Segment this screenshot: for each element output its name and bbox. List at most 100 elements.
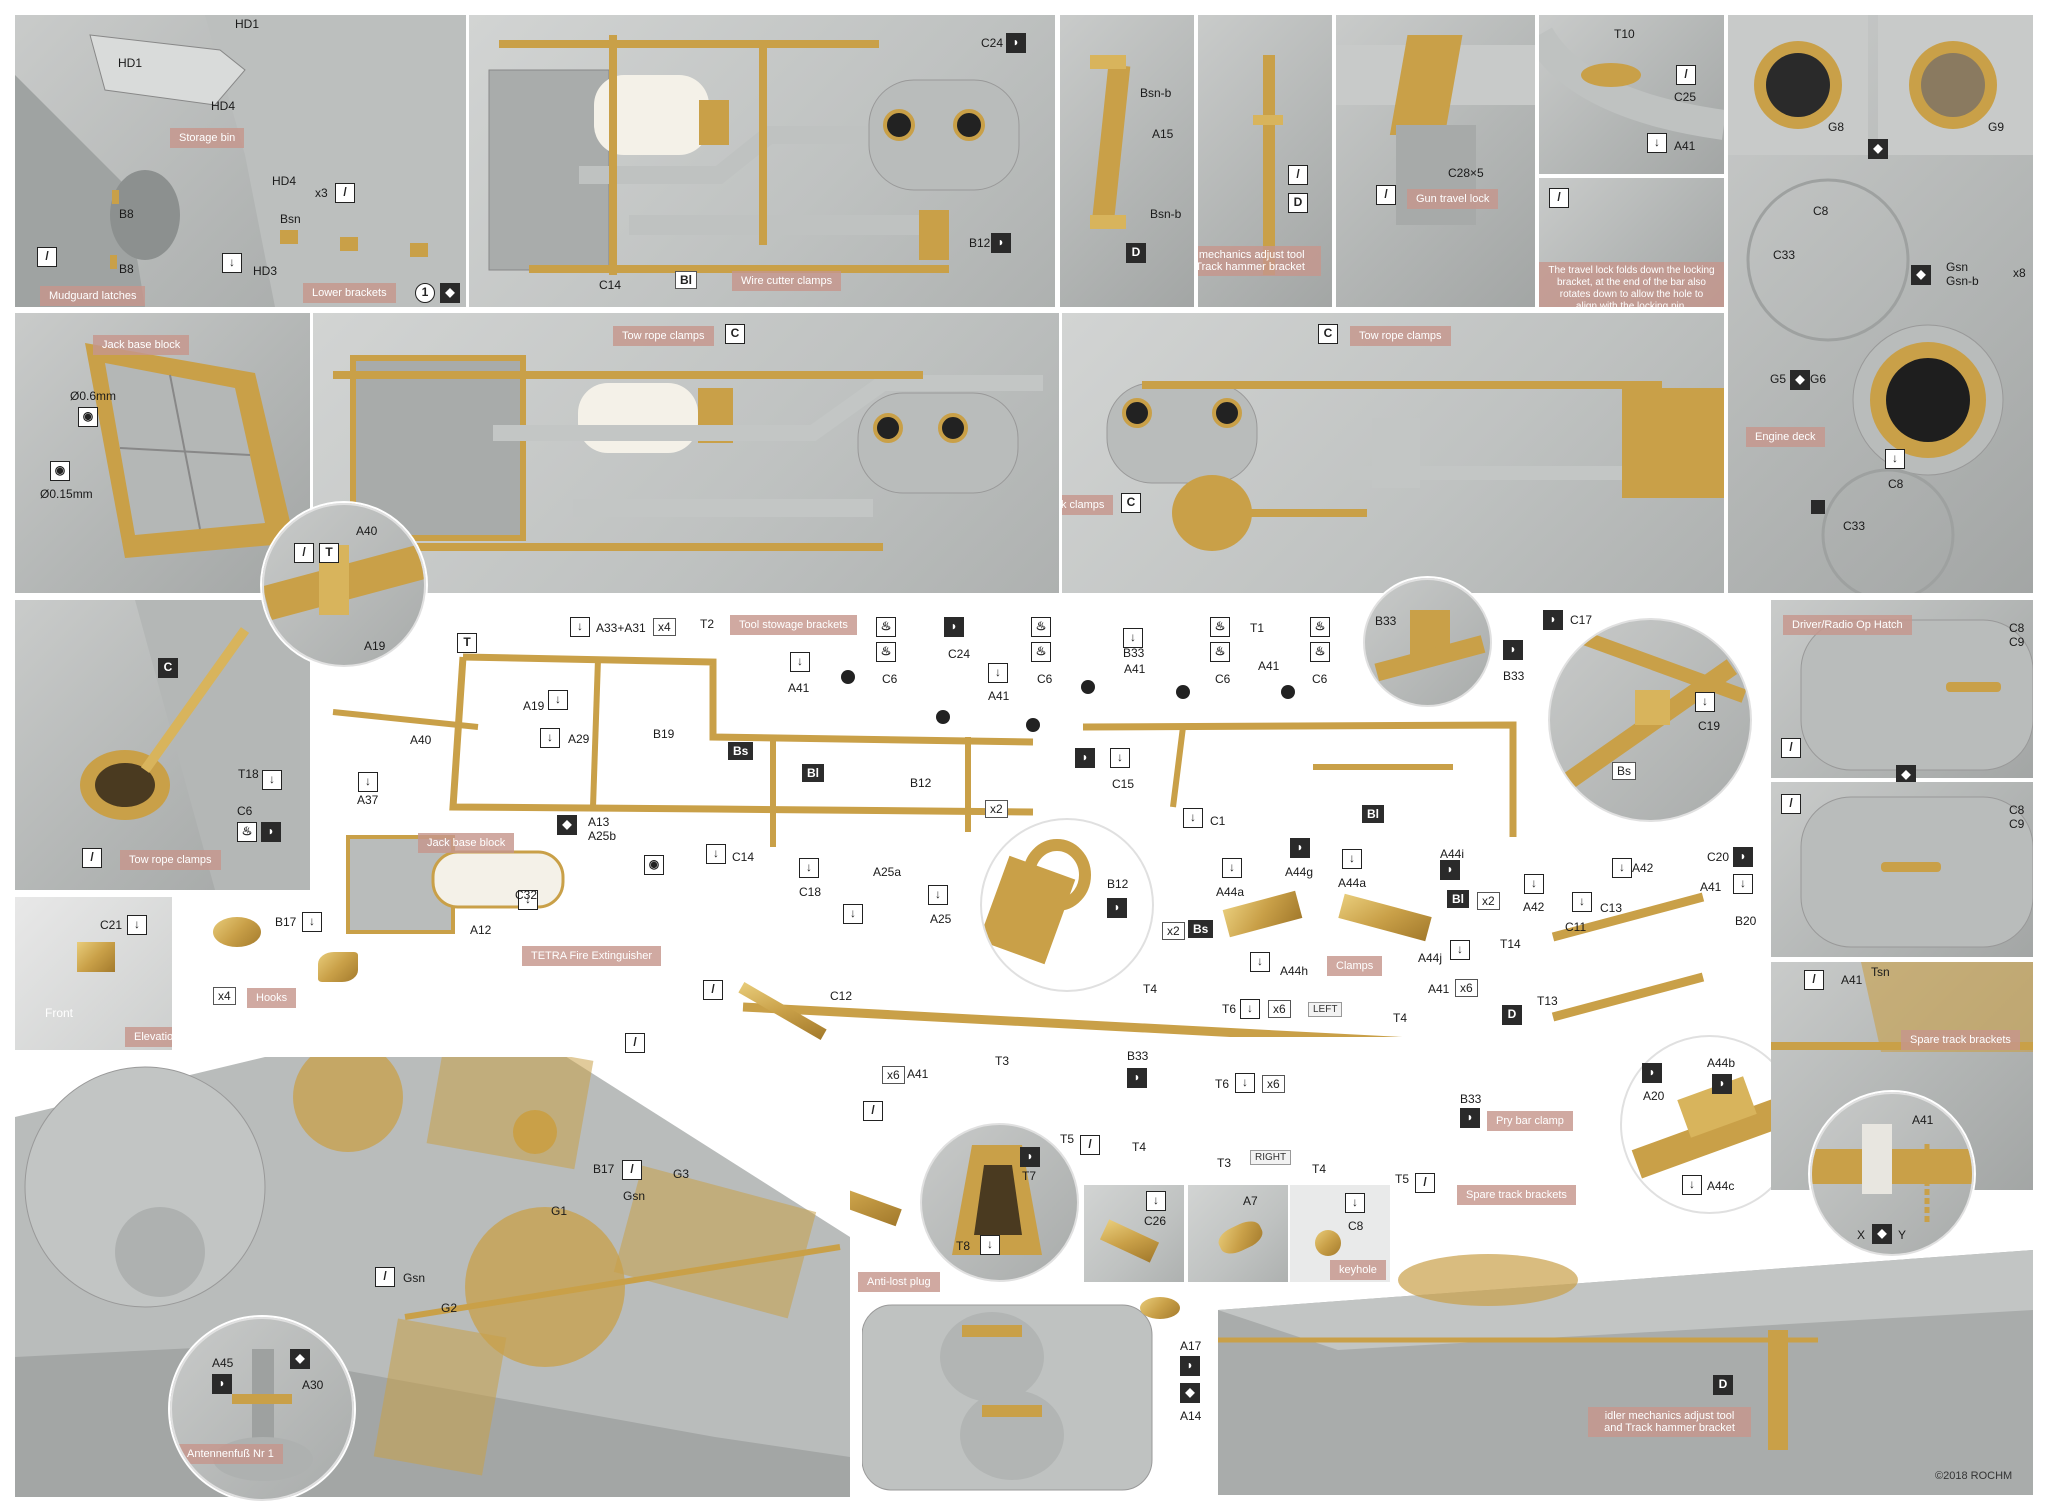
fold-icon: / bbox=[37, 247, 57, 267]
label-c33-bottom: C33 bbox=[1843, 519, 1866, 533]
label-a44g: A44g bbox=[1285, 865, 1314, 879]
label-a40-diag: A40 bbox=[410, 733, 432, 747]
caption-keyhole: keyhole bbox=[1330, 1260, 1386, 1280]
label-b20: B20 bbox=[1735, 914, 1757, 928]
count-x4: x4 bbox=[653, 618, 676, 636]
code-bl: Bl bbox=[1362, 805, 1384, 823]
code-bl: Bl bbox=[802, 764, 824, 782]
rotate-icon: ◆ bbox=[557, 815, 577, 835]
bend-icon: ◗ bbox=[1180, 1356, 1200, 1376]
label-t5-a: T5 bbox=[1060, 1132, 1075, 1146]
down-arrow-icon: ↓ bbox=[1885, 449, 1905, 469]
label-g6: G6 bbox=[1810, 372, 1827, 386]
caption-mudguard-latches: Mudguard latches bbox=[40, 286, 146, 306]
hatch-bottom-illustration bbox=[862, 1304, 1153, 1491]
label-a19: A19 bbox=[364, 639, 386, 653]
down-arrow-icon: ↓ bbox=[548, 690, 568, 710]
flame-icon: ♨ bbox=[237, 822, 257, 842]
flame-icon: ♨ bbox=[1310, 617, 1330, 637]
label-b8-upper: B8 bbox=[119, 207, 134, 221]
label-c26: C26 bbox=[1144, 1214, 1167, 1228]
count-x6-t6-b: x6 bbox=[1262, 1075, 1285, 1093]
label-t4-b: T4 bbox=[1393, 1011, 1408, 1025]
idler-tool-illustration bbox=[1253, 55, 1283, 275]
label-g8: G8 bbox=[1828, 120, 1845, 134]
label-t14: T14 bbox=[1500, 937, 1521, 951]
fold-icon: / bbox=[1676, 65, 1696, 85]
label-c24-diag: C24 bbox=[948, 647, 971, 661]
down-arrow-icon: ↓ bbox=[928, 885, 948, 905]
down-arrow-icon: ↓ bbox=[1647, 133, 1667, 153]
label-c14-diag: C14 bbox=[732, 850, 755, 864]
label-gsn-hull-2: Gsn bbox=[403, 1271, 426, 1285]
label-a37: A37 bbox=[357, 793, 379, 807]
label-t13: T13 bbox=[1537, 994, 1558, 1008]
label-t8: T8 bbox=[956, 1239, 971, 1253]
label-a41-diag-g: A41 bbox=[1428, 982, 1450, 996]
label-a13: A13 bbox=[588, 815, 610, 829]
bend-icon: ◗ bbox=[1020, 1147, 1040, 1167]
caption-antennenfuss: Antennenfuß Nr 1 bbox=[178, 1444, 283, 1464]
label-c8-hatch: C8 bbox=[2009, 621, 2025, 635]
code-bs: Bs bbox=[728, 742, 754, 760]
bend-icon: ◗ bbox=[1733, 847, 1753, 867]
label-a41-circle: A41 bbox=[1912, 1113, 1934, 1127]
label-a7: A7 bbox=[1243, 1194, 1258, 1208]
bend-icon: ◗ bbox=[1075, 748, 1095, 768]
panel-c26: ↓ C26 bbox=[1084, 1185, 1184, 1282]
fold-icon: / bbox=[1080, 1135, 1100, 1155]
label-b12-circle: B12 bbox=[1107, 877, 1129, 891]
label-a40: A40 bbox=[356, 524, 378, 538]
label-b12-diag: B12 bbox=[910, 776, 932, 790]
count-x6-a41: x6 bbox=[1455, 979, 1478, 997]
caption-tool-stowage-brackets: Tool stowage brackets bbox=[730, 615, 857, 635]
label-t5-b: T5 bbox=[1395, 1172, 1410, 1186]
label-g3: G3 bbox=[673, 1167, 690, 1181]
bend-icon: ◗ bbox=[1440, 860, 1460, 880]
count-x4-hooks: x4 bbox=[213, 987, 236, 1005]
panel-driver-hatch-1: Driver/Radio Op Hatch C8 C9 / bbox=[1771, 600, 2033, 778]
down-arrow-icon: ↓ bbox=[1240, 999, 1260, 1019]
bend-icon: ◗ bbox=[1290, 838, 1310, 858]
fold-icon: / bbox=[625, 1033, 645, 1053]
caption-anti-lost-plug: Anti-lost plug bbox=[858, 1272, 940, 1292]
label-c28: C28×5 bbox=[1448, 166, 1484, 180]
bend-icon: ◗ bbox=[1543, 610, 1563, 630]
caption-wire-cutter-clamps: Wire cutter clamps bbox=[732, 271, 842, 291]
a41-detail-illustration bbox=[1812, 1124, 1972, 1224]
fold-icon: / bbox=[1781, 738, 1801, 758]
panel-travel-lock-note: / The travel lock folds down the locking… bbox=[1539, 178, 1724, 307]
label-g2: G2 bbox=[441, 1301, 458, 1315]
down-arrow-icon: ↓ bbox=[1222, 858, 1242, 878]
label-bsn: Bsn bbox=[280, 212, 301, 226]
panel-tow-rope-clamps-right: C Tow rope clamps C C-hook clamps C bbox=[1062, 313, 1724, 593]
label-c1: C1 bbox=[1210, 814, 1226, 828]
detail-circle-a41: A41 X ◆ Y bbox=[1810, 1092, 1974, 1256]
detail-circle-c17 bbox=[1548, 618, 1752, 822]
label-a41-diag-c: A41 bbox=[1124, 662, 1146, 676]
flame-icon: ♨ bbox=[1310, 642, 1330, 662]
label-t18: T18 bbox=[238, 767, 259, 781]
bend-icon: ◗ bbox=[944, 617, 964, 637]
label-c8-top: C8 bbox=[1813, 204, 1829, 218]
fold-icon: / bbox=[294, 543, 314, 563]
down-arrow-icon: ↓ bbox=[1123, 628, 1143, 648]
caption-spare-track-brackets-2: Spare track brackets bbox=[1901, 1030, 2020, 1050]
label-c9-hatch: C9 bbox=[2009, 635, 2025, 649]
label-t4-d: T4 bbox=[1312, 1162, 1327, 1176]
label-c9-hatch-2: C9 bbox=[2009, 817, 2025, 831]
b12-detail-illustration bbox=[982, 839, 1091, 965]
label-a29: A29 bbox=[568, 732, 590, 746]
label-c15: C15 bbox=[1112, 777, 1135, 791]
t-icon: T bbox=[319, 543, 339, 563]
label-t2: T2 bbox=[700, 617, 715, 631]
label-gsn-b: Gsn-b bbox=[1946, 274, 1979, 288]
down-arrow-icon: ↓ bbox=[1146, 1191, 1166, 1211]
label-t7: T7 bbox=[1022, 1169, 1037, 1183]
fold-icon: / bbox=[1549, 188, 1569, 208]
label-a14: A14 bbox=[1180, 1409, 1202, 1423]
label-a44j: A44j bbox=[1418, 951, 1443, 965]
bend-icon: ◗ bbox=[1006, 33, 1026, 53]
label-hd4: HD4 bbox=[272, 174, 297, 188]
caption-gun-travel-lock: Gun travel lock bbox=[1407, 189, 1499, 209]
